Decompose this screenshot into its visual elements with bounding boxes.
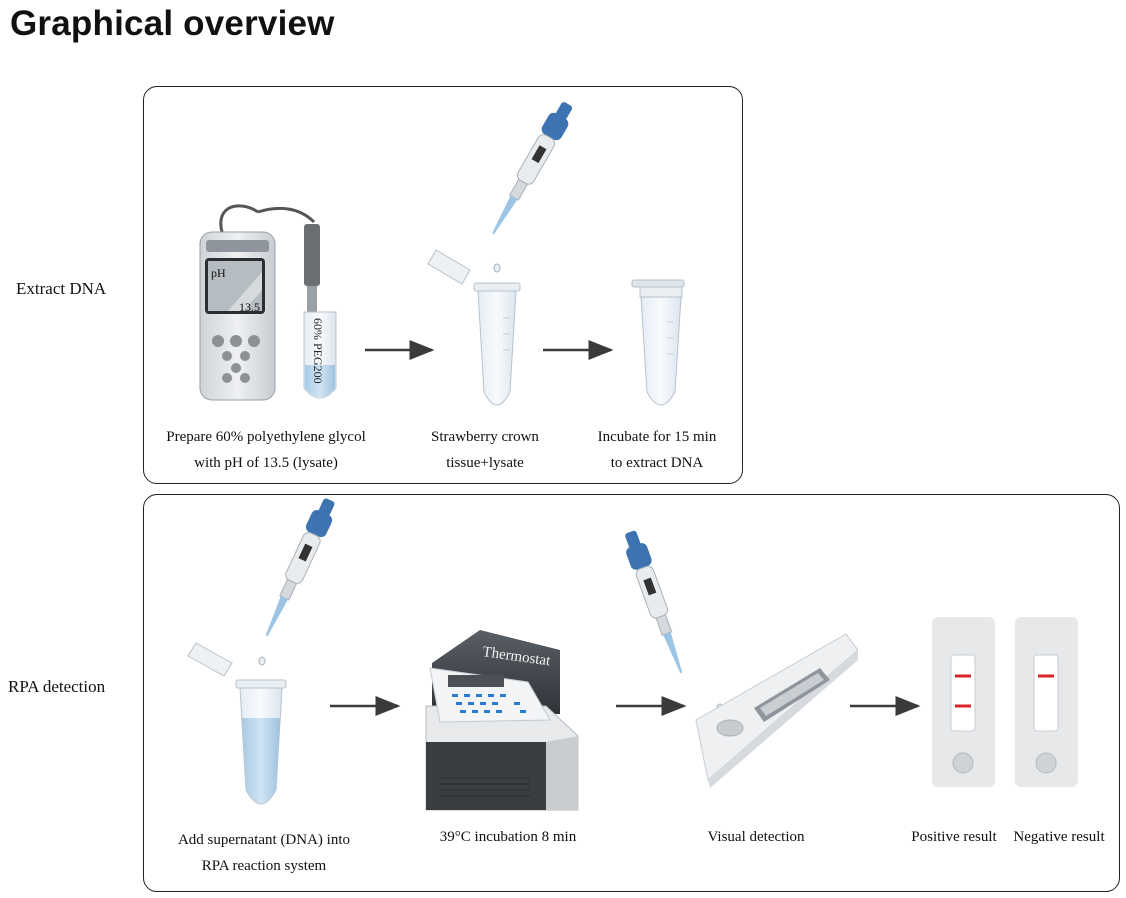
step-caption-negative-result: Negative result [1006,824,1112,850]
closed-microtube-icon [631,279,685,406]
section-label-rpa-detection: RPA detection [8,677,106,696]
caption-line: Incubate for 15 min [597,429,717,445]
step-caption-visual-detection: Visual detection [686,824,826,850]
positive-result-cassette-icon [932,617,995,787]
step-caption-add-supernatant: Add supernatant (DNA) into RPA reaction … [156,827,372,879]
tube-with-rpa-mix-icon [187,642,287,805]
droplet-icon [258,656,266,666]
caption-line: tissue+lysate [446,455,524,471]
test-strip-cassette-icon [695,633,859,788]
caption-line: Prepare 60% polyethylene glycol [166,429,366,445]
step-caption-strawberry-tissue: Strawberry crown tissue+lysate [412,424,558,476]
negative-result-cassette-icon [1015,617,1078,787]
pipette-icon [265,498,335,637]
step-caption-incubate: Incubate for 15 min to extract DNA [584,424,730,476]
caption-line: Strawberry crown [431,429,539,445]
page-title: Graphical overview [10,4,335,43]
caption-line: Visual detection [707,829,805,845]
droplet-icon [493,263,501,273]
caption-line: to extract DNA [610,455,704,471]
section-label-extract-dna: Extract DNA [16,279,107,298]
open-microtube-icon [427,249,521,406]
step-caption-incubation: 39°C incubation 8 min [426,824,590,850]
ph-meter-reading: 13.5 [239,300,260,314]
caption-line: 39°C incubation 8 min [439,829,577,845]
caption-line: Negative result [1013,829,1105,845]
step-caption-positive-result: Positive result [902,824,1006,850]
reagent-tube-label: 60% PEG200 [311,318,325,384]
reagent-tube-icon [303,224,337,399]
thermostat-icon [425,630,579,811]
step-caption-prepare-lysate: Prepare 60% polyethylene glycol with pH … [146,424,386,476]
pipette-icon [625,530,683,674]
caption-line: with pH of 13.5 (lysate) [194,455,338,471]
ph-meter-label: pH [211,266,226,280]
caption-line: Add supernatant (DNA) into [177,832,351,848]
caption-line: RPA reaction system [201,858,327,874]
pipette-icon [492,102,573,235]
caption-line: Positive result [911,829,997,845]
ph-meter-icon [199,204,316,401]
